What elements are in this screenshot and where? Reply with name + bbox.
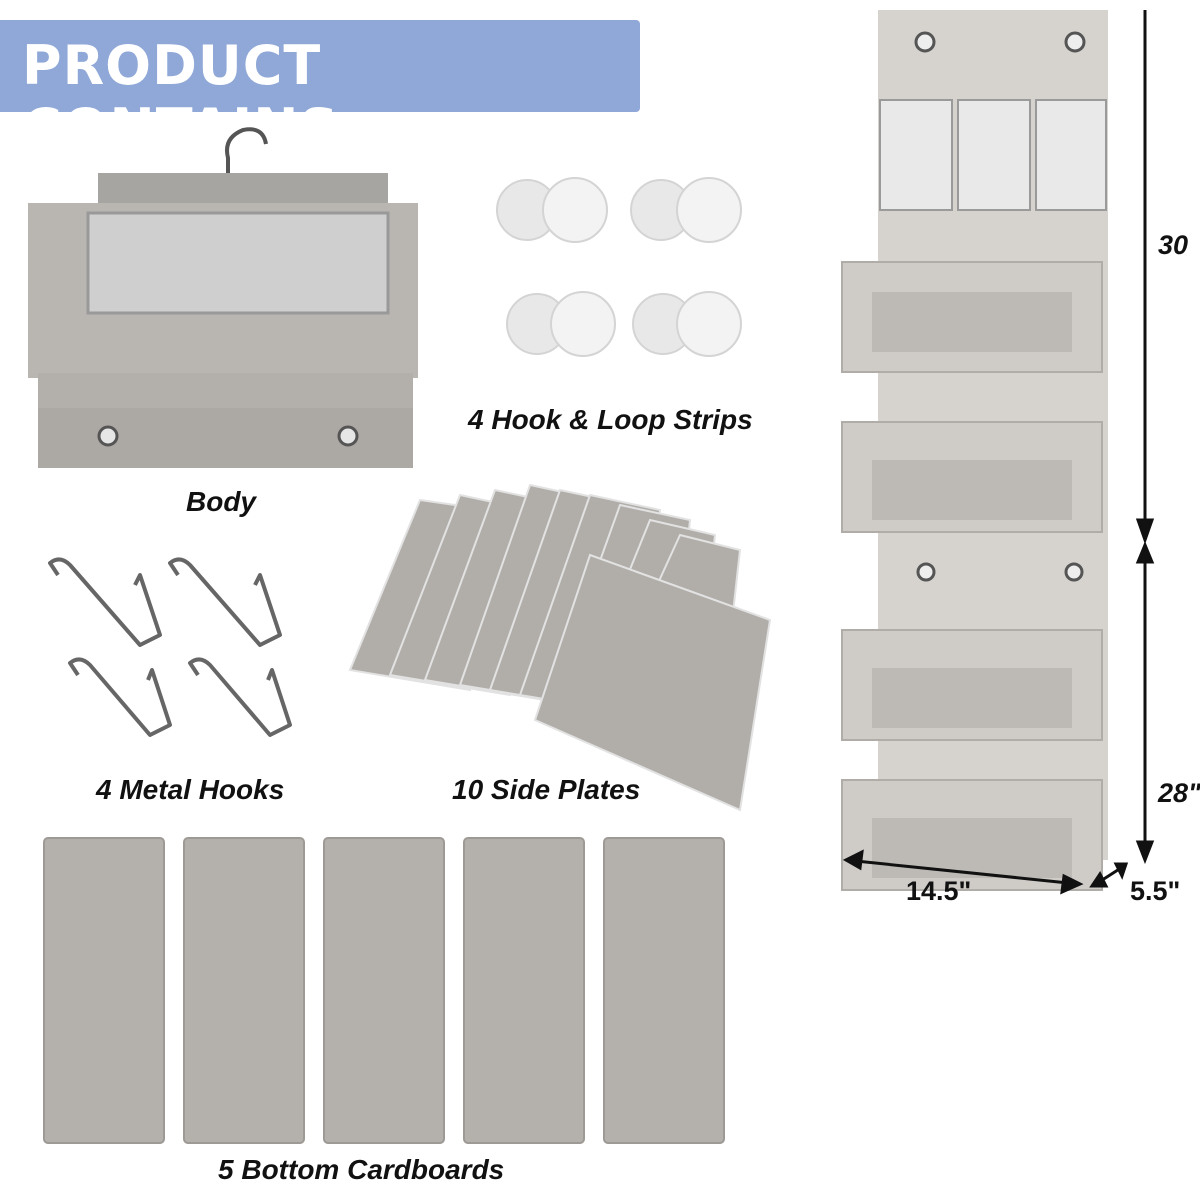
bottom-cardboards-illustration [43,837,725,1144]
plates-label: 10 Side Plates [452,774,641,805]
body-illustration [28,127,418,468]
strips-label: 4 Hook & Loop Strips [468,404,753,435]
metal-hooks-illustration [48,557,292,737]
cardboards-label: 5 Bottom Cardboards [218,1154,505,1185]
hook-loop-strips-illustration [496,177,742,357]
dimension-bottom-height: 28" [1158,778,1200,808]
header-banner: PRODUCT CONTAINS [0,20,640,160]
dimension-depth: 5.5" [1130,876,1181,906]
hooks-label: 4 Metal Hooks [96,774,285,805]
header-title: PRODUCT CONTAINS [22,34,340,160]
dimension-top-height: 30 [1158,230,1189,260]
side-plates-illustration [348,483,772,812]
organizer-illustration [841,10,1147,891]
body-label: Body [186,486,256,517]
dimension-width: 14.5" [906,876,972,906]
